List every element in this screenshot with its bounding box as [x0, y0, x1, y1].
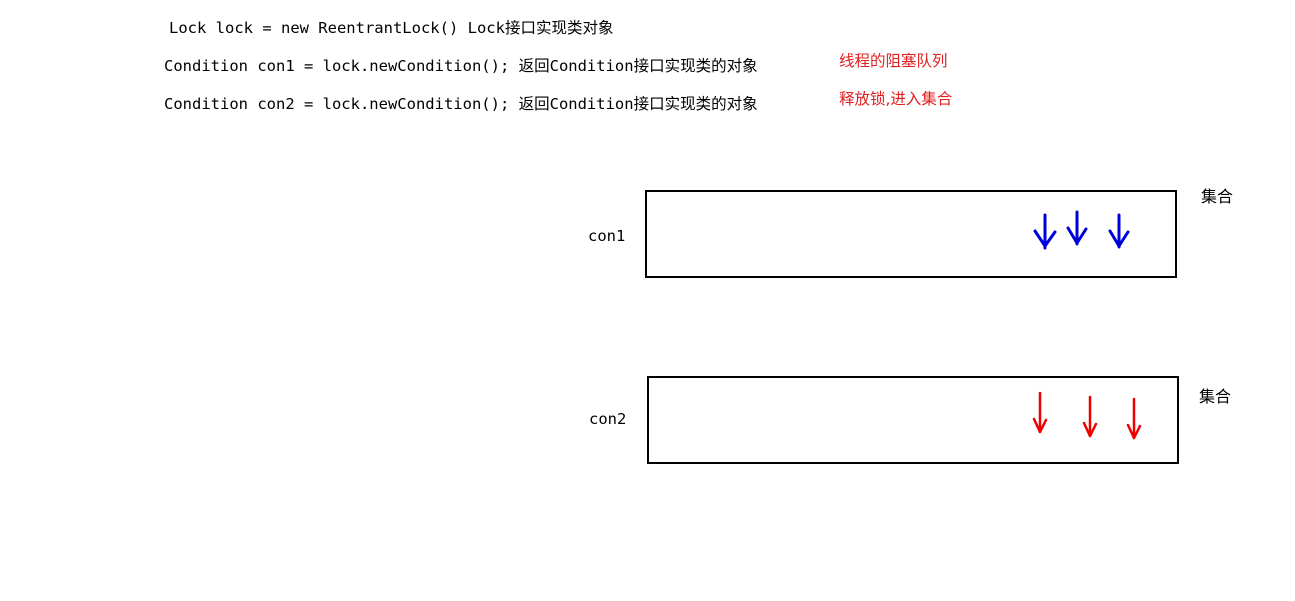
code-line-con2: Condition con2 = lock.newCondition(); 返回…	[164, 95, 758, 113]
con2-thread-arrows	[1032, 391, 1142, 440]
con1-thread-arrows	[1033, 210, 1130, 250]
note-release-lock: 释放锁,进入集合	[839, 90, 953, 108]
queue-label-con1: con1	[588, 227, 626, 245]
set-label-con1: 集合	[1201, 187, 1234, 206]
queue-label-con2: con2	[589, 410, 627, 428]
blocked-thread-arrow-icon	[1108, 213, 1130, 249]
queue-box-con1	[645, 190, 1177, 278]
waiting-thread-arrow-icon	[1126, 397, 1142, 440]
set-label-con2: 集合	[1199, 387, 1232, 406]
blocked-thread-arrow-icon	[1033, 213, 1057, 250]
waiting-thread-arrow-icon	[1032, 391, 1048, 434]
code-line-con1: Condition con1 = lock.newCondition(); 返回…	[164, 57, 758, 75]
waiting-thread-arrow-icon	[1082, 395, 1098, 438]
blocked-thread-arrow-icon	[1066, 210, 1088, 246]
note-blocking-queue: 线程的阻塞队列	[839, 52, 948, 70]
code-line-lock: Lock lock = new ReentrantLock() Lock接口实现…	[169, 19, 614, 37]
